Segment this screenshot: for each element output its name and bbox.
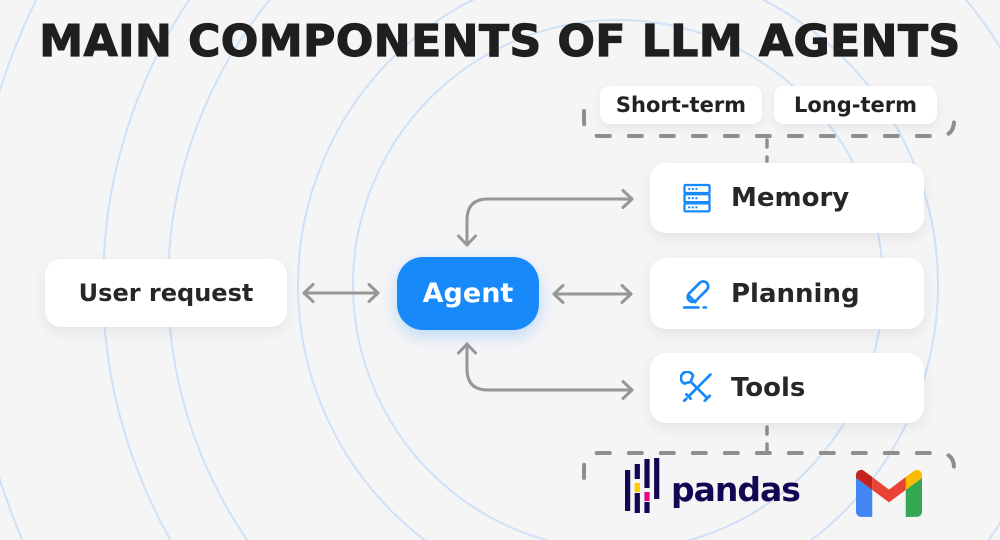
long-term-label: Long-term xyxy=(793,93,918,117)
page-title: MAIN COMPONENTS OF LLM AGENTS xyxy=(39,15,961,67)
server-stack-icon xyxy=(680,181,714,215)
pandas-wordmark: pandas xyxy=(671,469,801,509)
agent-planning-arrow xyxy=(552,284,633,304)
tools-node: Tools xyxy=(650,353,924,423)
pencil-icon xyxy=(680,277,714,311)
agent-tools-arrow xyxy=(457,342,634,400)
agent-memory-arrow xyxy=(457,189,634,247)
short-term-memory-pill: Short-term xyxy=(600,86,762,124)
planning-label: Planning xyxy=(731,278,860,309)
gmail-icon xyxy=(856,469,922,517)
tools-label: Tools xyxy=(731,373,806,403)
memory-label: Memory xyxy=(731,183,850,213)
user-request-label: User request xyxy=(78,279,254,307)
tools-providers-bracket xyxy=(582,451,956,480)
agent-label: Agent xyxy=(422,278,514,309)
memory-types-bracket xyxy=(582,109,956,138)
long-term-memory-pill: Long-term xyxy=(774,86,937,124)
memory-node: Memory xyxy=(650,163,924,233)
pandas-mark-icon xyxy=(625,458,660,513)
short-term-label: Short-term xyxy=(615,93,747,117)
user-agent-arrow xyxy=(302,283,380,303)
planning-node: Planning xyxy=(650,258,924,329)
user-request-node: User request xyxy=(45,259,287,327)
wrench-screwdriver-icon xyxy=(680,371,714,405)
pandas-logo: pandas xyxy=(625,457,801,517)
agent-node: Agent xyxy=(397,257,539,330)
